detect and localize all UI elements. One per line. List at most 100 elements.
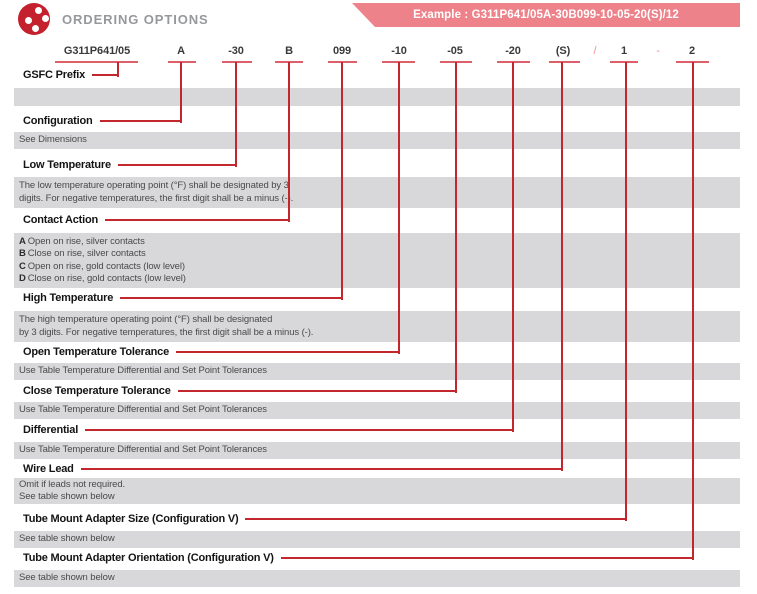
description-bar: See table shown below bbox=[14, 570, 740, 587]
leader-line bbox=[105, 219, 290, 221]
drop-line-close-tolerance bbox=[455, 62, 457, 393]
leader-line bbox=[177, 390, 457, 392]
leader-line bbox=[117, 164, 237, 166]
field-label-row: High Temperature bbox=[23, 291, 343, 305]
logo-dot bbox=[35, 7, 42, 14]
description-text: See Dimensions bbox=[19, 134, 87, 146]
field-label-row: Tube Mount Adapter Size (Configuration V… bbox=[23, 512, 627, 526]
leader-line bbox=[92, 74, 119, 76]
field-label: Contact Action bbox=[23, 214, 99, 226]
drop-line-adapter-size bbox=[625, 62, 627, 521]
leader-line bbox=[80, 468, 563, 470]
logo-dot bbox=[32, 25, 39, 32]
description-text: See table shown below bbox=[19, 533, 115, 545]
part-segment: (S) bbox=[555, 45, 571, 57]
field-label-row: GSFC Prefix bbox=[23, 68, 119, 82]
field-label-row: Tube Mount Adapter Orientation (Configur… bbox=[23, 551, 694, 565]
description-text: See table shown below bbox=[19, 491, 115, 502]
field-label: GSFC Prefix bbox=[23, 69, 85, 81]
segment-underline bbox=[168, 61, 196, 63]
segment-underline bbox=[549, 61, 580, 63]
description-text: by 3 digits. For negative temperatures, … bbox=[19, 326, 314, 338]
drop-line-open-tolerance bbox=[398, 62, 400, 354]
field-label: Differential bbox=[23, 424, 79, 436]
field-label-row: Low Temperature bbox=[23, 158, 237, 172]
description-bar bbox=[14, 88, 740, 106]
example-banner: Example : G311P641/05A-30B099-10-05-20(S… bbox=[352, 3, 740, 27]
drop-line-configuration bbox=[180, 62, 182, 123]
field-label: Configuration bbox=[23, 115, 93, 127]
description-bar: The low temperature operating point (°F)… bbox=[14, 177, 740, 208]
part-segment: B bbox=[285, 45, 293, 57]
option-text: Close on rise, gold contacts (low level) bbox=[27, 273, 186, 284]
option-text: Open on rise, gold contacts (low level) bbox=[27, 260, 185, 272]
option-text: Close on rise, silver contacts bbox=[27, 248, 146, 259]
segment-underline bbox=[55, 61, 138, 63]
part-segment: 2 bbox=[688, 45, 696, 57]
description-text: See table shown below bbox=[19, 572, 115, 584]
option-code: B bbox=[19, 248, 26, 259]
drop-line-low-temperature bbox=[235, 62, 237, 167]
four-dots-circle-logo-icon bbox=[18, 3, 50, 35]
part-segment-prefix: G311P641/05 bbox=[63, 45, 131, 57]
part-segment: -30 bbox=[228, 45, 244, 57]
part-segment: 099 bbox=[332, 45, 352, 57]
field-label-row: Wire Lead bbox=[23, 462, 563, 476]
field-label: Tube Mount Adapter Orientation (Configur… bbox=[23, 552, 274, 564]
description-text: Use Table Temperature Differential and S… bbox=[19, 404, 267, 416]
description-text: digits. For negative temperatures, the f… bbox=[19, 192, 294, 204]
part-segment: -20 bbox=[505, 45, 521, 57]
leader-line bbox=[245, 518, 627, 520]
part-separator: - bbox=[656, 45, 660, 57]
field-label: Open Temperature Tolerance bbox=[23, 346, 169, 358]
option-code: D bbox=[19, 273, 26, 284]
page-title: ORDERING OPTIONS bbox=[62, 12, 209, 27]
option-code: A bbox=[19, 235, 26, 247]
field-label-row: Contact Action bbox=[23, 213, 290, 227]
field-label: Close Temperature Tolerance bbox=[23, 385, 171, 397]
drop-line-adapter-orientation bbox=[692, 62, 694, 560]
description-text: Use Table Temperature Differential and S… bbox=[19, 365, 267, 377]
part-segment: A bbox=[177, 45, 185, 57]
logo-dot bbox=[25, 17, 32, 24]
field-label-row: Configuration bbox=[23, 114, 182, 128]
description-text: The high temperature operating point (°F… bbox=[19, 314, 273, 325]
leader-elbow-up bbox=[117, 62, 119, 77]
part-segment: -10 bbox=[391, 45, 407, 57]
field-label-row: Close Temperature Tolerance bbox=[23, 384, 457, 398]
description-bar: Use Table Temperature Differential and S… bbox=[14, 402, 740, 419]
leader-line bbox=[99, 120, 182, 122]
segment-underline bbox=[610, 61, 638, 63]
option-code: C bbox=[19, 260, 26, 272]
drop-line-contact-action bbox=[288, 62, 290, 222]
leader-line bbox=[120, 297, 343, 299]
drop-line-differential bbox=[512, 62, 514, 432]
field-label: Tube Mount Adapter Size (Configuration V… bbox=[23, 513, 239, 525]
description-bar: Use Table Temperature Differential and S… bbox=[14, 363, 740, 380]
description-text: Omit if leads not required. bbox=[19, 478, 126, 490]
description-bar: See Dimensions bbox=[14, 132, 740, 149]
field-label: Low Temperature bbox=[23, 159, 111, 171]
description-text: Use Table Temperature Differential and S… bbox=[19, 444, 267, 456]
field-label: High Temperature bbox=[23, 292, 114, 304]
description-bar: See table shown below bbox=[14, 531, 740, 548]
field-label-row: Open Temperature Tolerance bbox=[23, 345, 400, 359]
field-label: Wire Lead bbox=[23, 463, 74, 475]
part-segment: 1 bbox=[620, 45, 628, 57]
segment-underline bbox=[222, 61, 252, 63]
part-separator: / bbox=[593, 45, 597, 57]
drop-line-high-temperature bbox=[341, 62, 343, 300]
leader-line bbox=[280, 557, 694, 559]
field-label-row: Differential bbox=[23, 423, 514, 437]
leader-line bbox=[85, 429, 514, 431]
leader-line bbox=[176, 351, 400, 353]
logo-dot bbox=[42, 15, 49, 22]
description-bar: The high temperature operating point (°F… bbox=[14, 311, 740, 342]
description-text: The low temperature operating point (°F)… bbox=[19, 180, 289, 191]
